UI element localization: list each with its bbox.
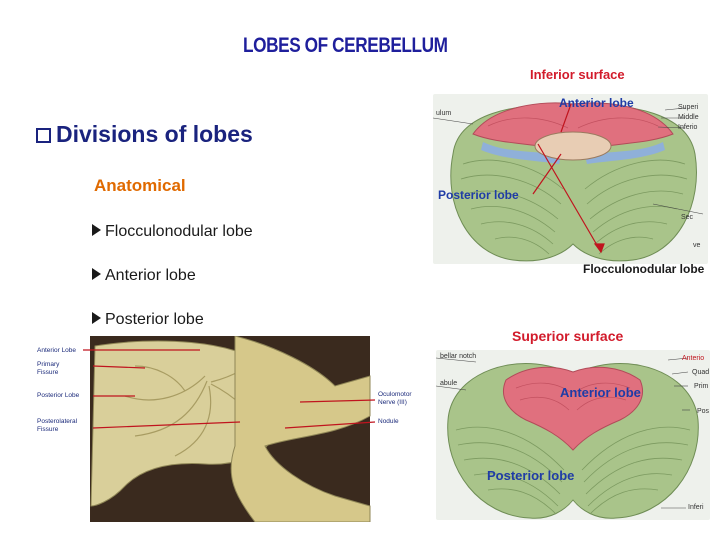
- superior-surface-illustration: [436, 350, 710, 520]
- superior-side-label-left-2: abule: [440, 380, 458, 387]
- superior-side-label-right-2: Quad: [692, 369, 710, 376]
- photo-label-posterior-lobe: Posterior Lobe: [37, 392, 80, 399]
- list-item-anterior: Anterior lobe: [92, 267, 196, 285]
- arrow-bullet-icon: [92, 312, 101, 324]
- photo-label-primary: Primary: [37, 361, 60, 368]
- superior-side-label-right-5: Inferi: [688, 504, 704, 511]
- list-item-text: Anterior lobe: [105, 267, 196, 284]
- photo-label-posterolateral: Posterolateral: [37, 418, 78, 425]
- inferior-side-label-right-5: ve: [693, 242, 701, 249]
- superior-anterior-lobe-label: Anterior lobe: [560, 385, 641, 400]
- list-item-text: Flocculonodular lobe: [105, 223, 253, 240]
- cerebellum-section-photo: [35, 336, 375, 522]
- photo-label-nerve: Nerve (III): [378, 399, 407, 406]
- inferior-cerebellum-drawing: [433, 94, 708, 264]
- inferior-anterior-lobe-label: Anterior lobe: [559, 96, 634, 110]
- photo-label-fissure-1: Fissure: [37, 369, 59, 376]
- list-item-flocculonodular: Flocculonodular lobe: [92, 223, 253, 241]
- superior-side-label-left-1: bellar notch: [440, 353, 477, 360]
- inferior-side-label-left: ulum: [436, 110, 452, 117]
- checkbox-bullet-icon: [36, 128, 51, 143]
- inferior-side-label-right-2: Middle: [678, 114, 699, 121]
- inferior-side-label-right-1: Superi: [678, 104, 699, 111]
- superior-surface-title: Superior surface: [512, 328, 624, 344]
- list-item-posterior: Posterior lobe: [92, 311, 204, 329]
- anatomical-subheading: Anatomical: [94, 176, 186, 195]
- flocculonodular-lobe-label: Flocculonodular lobe: [583, 262, 705, 276]
- divisions-heading-text: Divisions of lobes: [56, 121, 253, 147]
- superior-side-label-right-4: Pos: [697, 408, 710, 415]
- slide-title: LOBES OF CEREBELLUM: [243, 34, 448, 57]
- divisions-heading: Divisions of lobes: [36, 121, 253, 148]
- arrow-bullet-icon: [92, 224, 101, 236]
- superior-side-label-right-3: Prim: [694, 383, 709, 390]
- inferior-side-label-right-3: Inferio: [678, 124, 698, 131]
- photo-label-nodule: Nodule: [378, 418, 399, 425]
- list-item-text: Posterior lobe: [105, 311, 204, 328]
- inferior-surface-title: Inferior surface: [530, 67, 625, 82]
- photo-label-fissure-2: Fissure: [37, 426, 59, 433]
- superior-cerebellum-drawing: [436, 350, 710, 520]
- arrow-bullet-icon: [92, 268, 101, 280]
- photo-label-oculomotor: Oculomotor: [378, 391, 412, 398]
- inferior-side-label-right-4: Sec: [681, 214, 694, 221]
- sagittal-section-image: [35, 336, 375, 522]
- inferior-posterior-lobe-label: Posterior lobe: [438, 188, 519, 202]
- superior-side-label-right-1: Anterio: [682, 355, 705, 362]
- photo-label-anterior-lobe: Anterior Lobe: [37, 347, 77, 354]
- superior-posterior-lobe-label: Posterior lobe: [487, 468, 575, 483]
- inferior-surface-illustration: [433, 94, 708, 264]
